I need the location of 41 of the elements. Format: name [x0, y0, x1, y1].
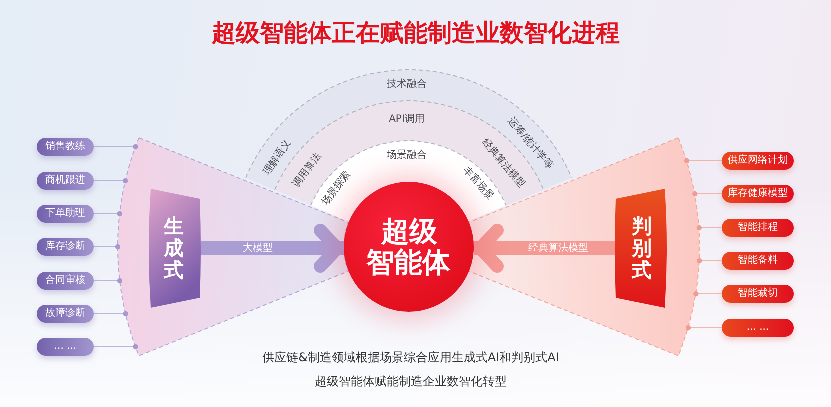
scenario-pill: 智能排程	[722, 219, 794, 237]
banner-title: 判别式	[632, 215, 652, 282]
connector-line	[696, 225, 722, 231]
scenario-pill: 库存健康模型	[722, 185, 794, 203]
scenario-pill: 故障诊断	[37, 305, 94, 323]
connector-line	[94, 278, 123, 284]
category-banner	[147, 188, 201, 309]
edge-label: 经典算法模型	[528, 244, 589, 254]
connector-line	[694, 291, 722, 297]
banner-title: 生成式	[164, 215, 184, 282]
caption-text: 超级智能体赋能制造企业数智化转型	[315, 375, 507, 389]
connector-line	[94, 211, 122, 217]
scenario-pill: 商机跟进	[37, 172, 94, 190]
arc-label: 场景融合	[386, 151, 427, 161]
connector-line	[94, 144, 138, 150]
scenario-pill: 库存诊断	[37, 238, 94, 256]
connector-line	[686, 325, 722, 331]
scenario-pill: 供应网络计划	[722, 152, 794, 170]
connector-line	[684, 158, 722, 164]
arrow	[201, 224, 344, 273]
edge-label: 大模型	[243, 244, 274, 254]
connector-line	[692, 191, 722, 197]
scenario-pill: 下单助理	[37, 205, 94, 223]
category-banner	[614, 188, 669, 309]
scenario-pill: 销售教练	[37, 138, 94, 156]
arc-label: 理解语义	[262, 138, 294, 178]
scenario-pill: 智能裁切	[722, 285, 794, 303]
scenario-pill: 合同审核	[37, 272, 94, 290]
scenario-pill: ... ...	[722, 319, 794, 337]
connector-line	[94, 344, 138, 350]
arc-label: 技术融合	[386, 80, 427, 90]
caption-text: 供应链&制造领域根据场景综合应用生成式AI和判别式AI	[262, 351, 560, 365]
scenario-pill: 智能备料	[722, 252, 794, 270]
connector-line	[697, 258, 722, 264]
connector-line	[94, 244, 121, 250]
scenario-pill: ... ...	[37, 338, 94, 356]
connector-line	[94, 178, 128, 184]
title: 超级智能体正在赋能制造业数智化进程	[212, 20, 620, 46]
arrow	[474, 224, 615, 273]
connector-line	[94, 311, 128, 317]
arc-label: API调用	[389, 115, 425, 125]
